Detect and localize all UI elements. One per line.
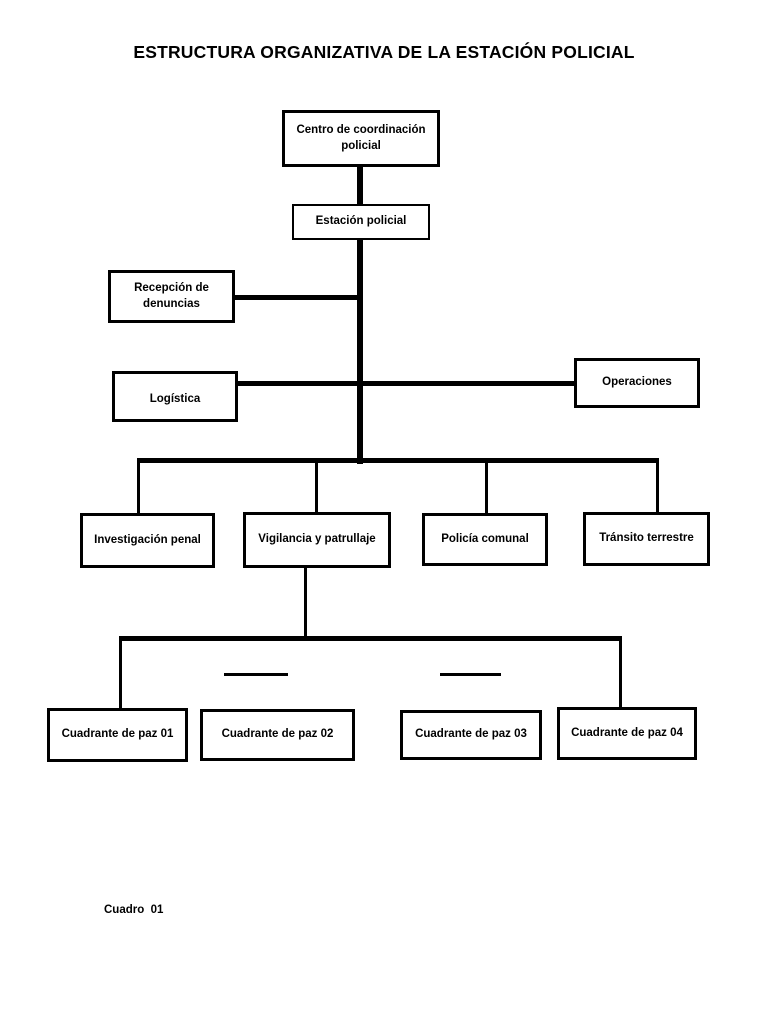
node-vigilancia-y-patrullaje[interactable]: Vigilancia y patrullaje: [243, 512, 391, 568]
figure-caption: Cuadro 01: [104, 904, 164, 916]
node-cuadrante-de-paz-01[interactable]: Cuadrante de paz 01: [47, 708, 188, 762]
node-centro-de-coordinacion-policial[interactable]: Centro de coordinación policial: [282, 110, 440, 167]
connector-drop-transito: [656, 458, 659, 513]
node-investigacion-penal[interactable]: Investigación penal: [80, 513, 215, 568]
connector-main-spine: [357, 238, 363, 464]
connector-drop-investigacion: [137, 458, 140, 514]
connector-centro-to-estacion: [357, 166, 363, 206]
page-title: ESTRUCTURA ORGANIZATIVA DE LA ESTACIÓN P…: [133, 42, 635, 62]
node-transito-terrestre[interactable]: Tránsito terrestre: [583, 512, 710, 566]
node-recepcion-de-denuncias[interactable]: Recepción de denuncias: [108, 270, 235, 323]
node-cuadrante-de-paz-02[interactable]: Cuadrante de paz 02: [200, 709, 355, 761]
node-cuadrante-de-paz-03[interactable]: Cuadrante de paz 03: [400, 710, 542, 760]
connector-drop-cuadrante-01: [119, 636, 122, 709]
node-logistica[interactable]: Logística: [112, 371, 238, 422]
connector-logistica-operaciones-branch: [236, 381, 576, 386]
node-estacion-policial[interactable]: Estación policial: [292, 204, 430, 240]
node-cuadrante-de-paz-04[interactable]: Cuadrante de paz 04: [557, 707, 697, 760]
node-policia-comunal[interactable]: Policía comunal: [422, 513, 548, 566]
connector-stub-cuadrante-02: [224, 673, 288, 676]
node-operaciones[interactable]: Operaciones: [574, 358, 700, 408]
connector-stub-cuadrante-03: [440, 673, 501, 676]
connector-drop-vigilancia: [315, 458, 318, 513]
connector-drop-cuadrante-04: [619, 636, 622, 708]
connector-divisions-bar: [137, 458, 659, 463]
connector-vigilancia-stem: [304, 568, 307, 638]
connector-recepcion-branch: [233, 295, 360, 300]
connector-drop-policia-comunal: [485, 458, 488, 514]
connector-cuadrantes-bar: [119, 636, 622, 641]
